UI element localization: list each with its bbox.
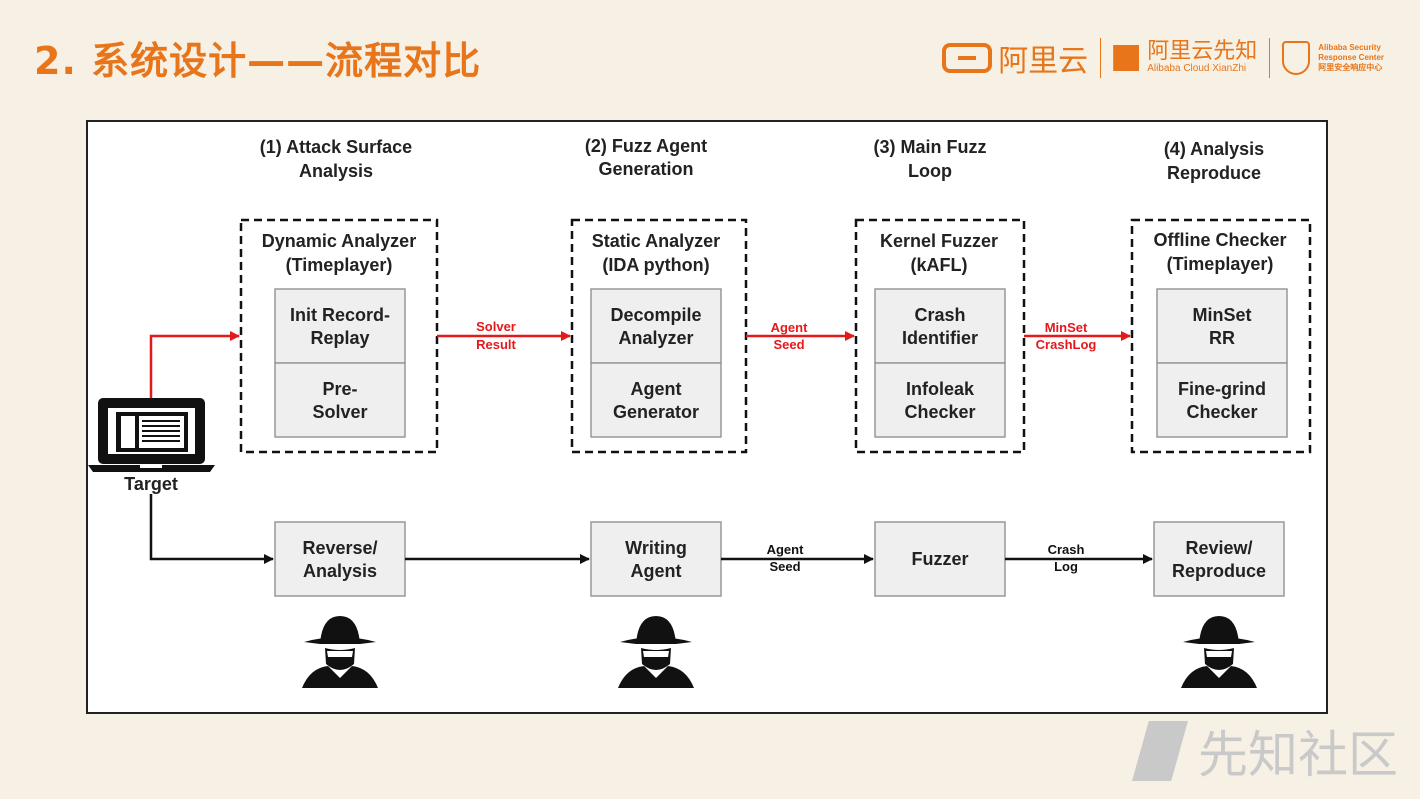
logo-divider bbox=[1100, 38, 1102, 78]
laptop-icon bbox=[88, 398, 215, 472]
box-label: MinSet bbox=[1192, 305, 1251, 325]
box-label: Review/ bbox=[1185, 538, 1252, 558]
edge-label-agent: Agent bbox=[767, 542, 805, 557]
box-label: RR bbox=[1209, 328, 1235, 348]
stage-3-heading-line1: (3) Main Fuzz bbox=[874, 137, 987, 157]
stage-3-heading-line2: Loop bbox=[908, 161, 952, 181]
group-2-title-line2: (IDA python) bbox=[602, 255, 709, 275]
box-label: Crash bbox=[914, 305, 965, 325]
asrc-line3: 阿里安全响应中心 bbox=[1318, 63, 1383, 72]
box-label: Fuzzer bbox=[911, 549, 968, 569]
target-to-dynamic-arrow bbox=[149, 331, 240, 398]
box-label: Init Record- bbox=[290, 305, 390, 325]
target-label: Target bbox=[124, 474, 178, 494]
stage-2-heading-line1: (2) Fuzz Agent bbox=[585, 136, 707, 156]
stage-4-heading-line2: Reproduce bbox=[1167, 163, 1261, 183]
stage-1-heading-line1: (1) Attack Surface bbox=[260, 137, 412, 157]
box-label: Agent bbox=[631, 561, 682, 581]
box-label: Replay bbox=[310, 328, 369, 348]
box-label: Agent bbox=[631, 379, 682, 399]
asrc-line1: Alibaba Security bbox=[1318, 43, 1381, 52]
target-to-reverse-arrow bbox=[149, 494, 274, 564]
group-3-title-line2: (kAFL) bbox=[911, 255, 968, 275]
crash-identifier-box bbox=[874, 288, 1006, 364]
box-label: Fine-grind bbox=[1178, 379, 1266, 399]
edge-label-minset: MinSet bbox=[1045, 320, 1088, 335]
edge-label-result: Result bbox=[476, 337, 516, 352]
edge-label-crashlog: CrashLog bbox=[1036, 337, 1097, 352]
logo-divider bbox=[1269, 38, 1271, 78]
diagram-canvas: (1) Attack Surface Analysis (2) Fuzz Age… bbox=[88, 136, 1312, 688]
review-reproduce-box bbox=[1153, 521, 1285, 597]
stage-2-heading-line2: Generation bbox=[598, 159, 693, 179]
shield-icon bbox=[1282, 41, 1311, 75]
asrc-logo: Alibaba Security Response Center 阿里安全响应中… bbox=[1282, 41, 1384, 75]
box-label: Analyzer bbox=[618, 328, 693, 348]
watermark: 先知社区 bbox=[1132, 715, 1398, 787]
hacker-icon bbox=[1181, 616, 1257, 688]
infoleak-checker-box bbox=[874, 362, 1006, 438]
box-label: Reverse/ bbox=[302, 538, 377, 558]
stage-4-heading-line1: (4) Analysis bbox=[1164, 139, 1264, 159]
xianzhi-mark-icon bbox=[1113, 45, 1140, 71]
slide-title: 2. 系统设计——流程对比 bbox=[34, 39, 482, 83]
box-label: Reproduce bbox=[1172, 561, 1266, 581]
watermark-text: 先知社区 bbox=[1198, 726, 1398, 784]
xianzhi-logo: 阿里云先知 Alibaba Cloud XianZhi bbox=[1113, 41, 1257, 75]
logo-bar: 阿里云 阿里云先知 Alibaba Cloud XianZhi Alibaba … bbox=[942, 34, 1384, 82]
pre-solver-box bbox=[274, 362, 406, 438]
process-comparison-diagram: (1) Attack Surface Analysis (2) Fuzz Age… bbox=[86, 120, 1328, 714]
stage-1-heading-line2: Analysis bbox=[299, 161, 373, 181]
box-label: Pre- bbox=[322, 379, 357, 399]
minset-rr-box bbox=[1156, 288, 1288, 364]
xianzhi-logo-cn: 阿里云先知 bbox=[1147, 39, 1258, 64]
box-label: Identifier bbox=[902, 328, 978, 348]
xianzhi-watermark-icon bbox=[1132, 721, 1188, 781]
fine-grind-checker-box bbox=[1156, 362, 1288, 438]
group-kernel-fuzzer bbox=[854, 218, 1026, 454]
fuzzer-box bbox=[874, 521, 1006, 597]
box-label: Writing bbox=[625, 538, 687, 558]
aliyun-mark-icon bbox=[942, 43, 993, 73]
agent-generator-box bbox=[590, 362, 722, 438]
group-offline-checker bbox=[1130, 218, 1312, 454]
decompile-analyzer-box bbox=[590, 288, 722, 364]
box-label: Generator bbox=[613, 402, 699, 422]
group-2-title-line1: Static Analyzer bbox=[592, 231, 720, 251]
writing-agent-box bbox=[590, 521, 722, 597]
group-4-title-line2: (Timeplayer) bbox=[1167, 254, 1274, 274]
aliyun-logo-text: 阿里云 bbox=[998, 44, 1089, 79]
hacker-icon bbox=[618, 616, 694, 688]
group-4-title-line1: Offline Checker bbox=[1153, 230, 1286, 250]
reverse-analysis-box bbox=[274, 521, 406, 597]
edge-label-log: Log bbox=[1054, 559, 1078, 574]
box-label: Analysis bbox=[303, 561, 377, 581]
edge-label-seed: Seed bbox=[769, 559, 800, 574]
init-record-replay-box bbox=[274, 288, 406, 364]
edge-label-agent: Agent bbox=[771, 320, 809, 335]
group-1-title-line2: (Timeplayer) bbox=[286, 255, 393, 275]
edge-label-crash: Crash bbox=[1048, 542, 1085, 557]
box-label: Checker bbox=[1186, 402, 1257, 422]
xianzhi-logo-en: Alibaba Cloud XianZhi bbox=[1147, 63, 1247, 74]
box-label: Infoleak bbox=[906, 379, 975, 399]
hacker-icon bbox=[302, 616, 378, 688]
asrc-line2: Response Center bbox=[1318, 53, 1384, 62]
edge-label-solver: Solver bbox=[476, 319, 516, 334]
box-label: Decompile bbox=[610, 305, 701, 325]
aliyun-logo: 阿里云 bbox=[942, 36, 1088, 80]
box-label: Checker bbox=[904, 402, 975, 422]
edge-label-seed: Seed bbox=[773, 337, 804, 352]
group-1-title-line1: Dynamic Analyzer bbox=[262, 231, 416, 251]
box-label: Solver bbox=[312, 402, 367, 422]
group-3-title-line1: Kernel Fuzzer bbox=[880, 231, 998, 251]
